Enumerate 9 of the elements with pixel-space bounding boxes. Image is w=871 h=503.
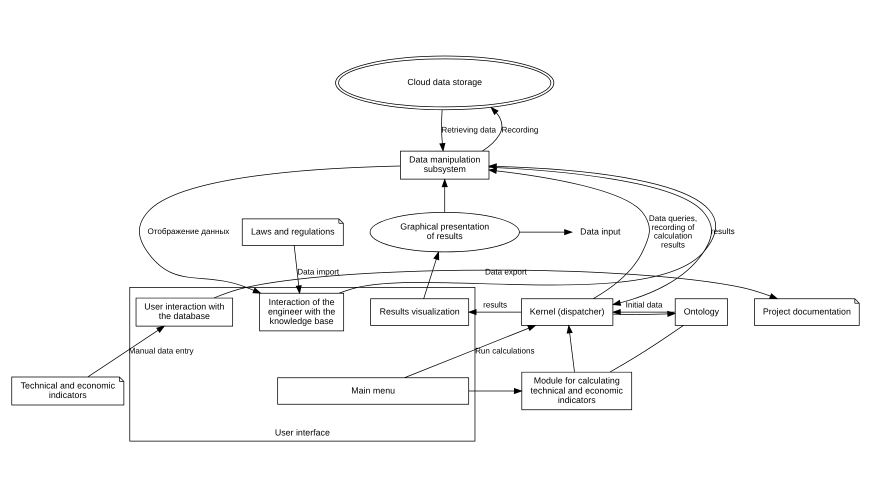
edge-label: Recording [501, 126, 538, 135]
node-text: Data input [580, 226, 621, 236]
edge-label: Run calculations [475, 346, 535, 356]
edge-label: Data queries, recording of calculation results [648, 214, 698, 250]
edge-label: Initial data [626, 300, 663, 310]
edge-label: results [483, 300, 508, 310]
edge-label: Отображение данных [147, 227, 230, 236]
edge-label: Retrieving data [441, 126, 496, 135]
edge-label: Data import [297, 268, 340, 277]
